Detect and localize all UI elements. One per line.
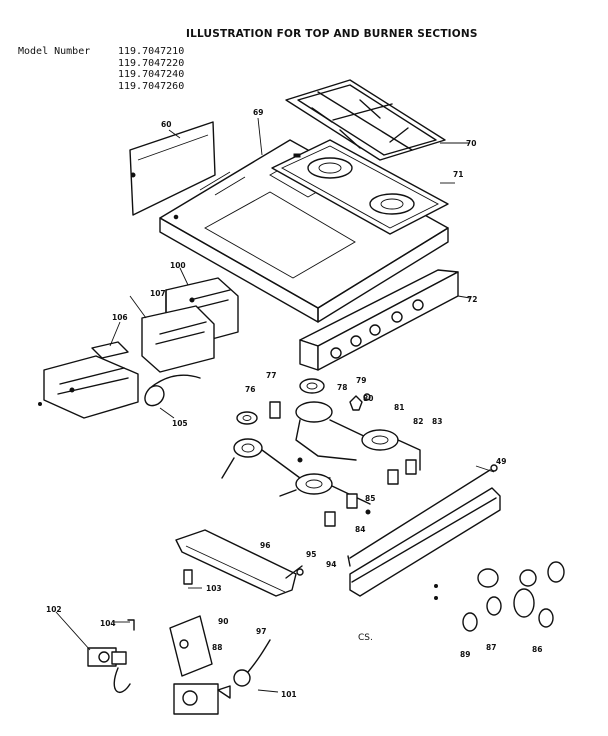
callout-104: 104 bbox=[100, 619, 116, 628]
callout-96: 96 bbox=[260, 541, 270, 550]
callout-85: 85 bbox=[365, 494, 375, 503]
gas-tube-part bbox=[233, 639, 271, 687]
callout-labels: 60 69 70 71 72 100 107 106 105 76 77 78 … bbox=[46, 108, 542, 699]
callout-72: 72 bbox=[467, 295, 477, 304]
regulator-valve-part bbox=[87, 619, 135, 693]
callout-107: 107 bbox=[150, 289, 166, 298]
callout-71: 71 bbox=[453, 170, 463, 179]
burner-grate-part bbox=[285, 79, 446, 161]
callout-76: 76 bbox=[245, 385, 255, 394]
callout-87: 87 bbox=[486, 643, 496, 652]
callout-101: 101 bbox=[281, 690, 297, 699]
callout-84: 84 bbox=[355, 525, 365, 534]
callout-100: 100 bbox=[170, 261, 186, 270]
diagram-note: CS. bbox=[358, 633, 373, 643]
thermostat-part bbox=[169, 615, 231, 715]
broiler-burner-part bbox=[175, 529, 304, 597]
small-burner-parts bbox=[236, 378, 371, 425]
control-knob-parts bbox=[462, 561, 565, 632]
cooktop-top-part bbox=[159, 139, 449, 323]
model-number: 119.7047260 bbox=[118, 80, 185, 92]
diagram-title: ILLUSTRATION FOR TOP AND BURNER SECTIONS bbox=[186, 28, 478, 40]
model-number: 119.7047210 bbox=[118, 46, 185, 57]
callout-77: 77 bbox=[266, 371, 276, 380]
burner-box-part bbox=[271, 139, 449, 235]
control-panel-part bbox=[299, 269, 459, 371]
callout-81: 81 bbox=[394, 403, 404, 412]
callout-103: 103 bbox=[206, 584, 222, 593]
callout-106: 106 bbox=[112, 313, 128, 322]
callout-80: 80 bbox=[363, 394, 373, 403]
wire-spring-part bbox=[144, 374, 201, 407]
gas-manifold-part bbox=[347, 464, 501, 600]
back-panel-part bbox=[129, 121, 216, 216]
callout-69: 69 bbox=[253, 108, 263, 117]
callout-49: 49 bbox=[496, 457, 506, 466]
top-burner-assembly bbox=[221, 401, 421, 527]
model-number: 119.7047240 bbox=[118, 69, 185, 80]
callout-79: 79 bbox=[356, 376, 366, 385]
callout-83: 83 bbox=[432, 417, 442, 426]
callout-105: 105 bbox=[172, 419, 188, 428]
callout-94: 94 bbox=[326, 560, 336, 569]
callout-97: 97 bbox=[256, 627, 266, 636]
callout-89: 89 bbox=[460, 650, 470, 659]
model-number: 119.7047220 bbox=[118, 57, 185, 69]
model-number-label: Model Number bbox=[18, 46, 91, 57]
callout-60: 60 bbox=[161, 120, 171, 129]
callout-102: 102 bbox=[46, 605, 62, 614]
burner-bracket-parts bbox=[38, 277, 239, 419]
callout-78: 78 bbox=[337, 383, 347, 392]
callout-88: 88 bbox=[212, 643, 222, 652]
callout-86: 86 bbox=[532, 645, 542, 654]
model-number-list: 119.7047210 119.7047220 119.7047240 119.… bbox=[118, 46, 184, 92]
callout-95: 95 bbox=[306, 550, 316, 559]
callout-70: 70 bbox=[466, 139, 476, 148]
callout-82: 82 bbox=[413, 417, 423, 426]
callout-90: 90 bbox=[218, 617, 228, 626]
callout-leaders bbox=[55, 117, 495, 693]
